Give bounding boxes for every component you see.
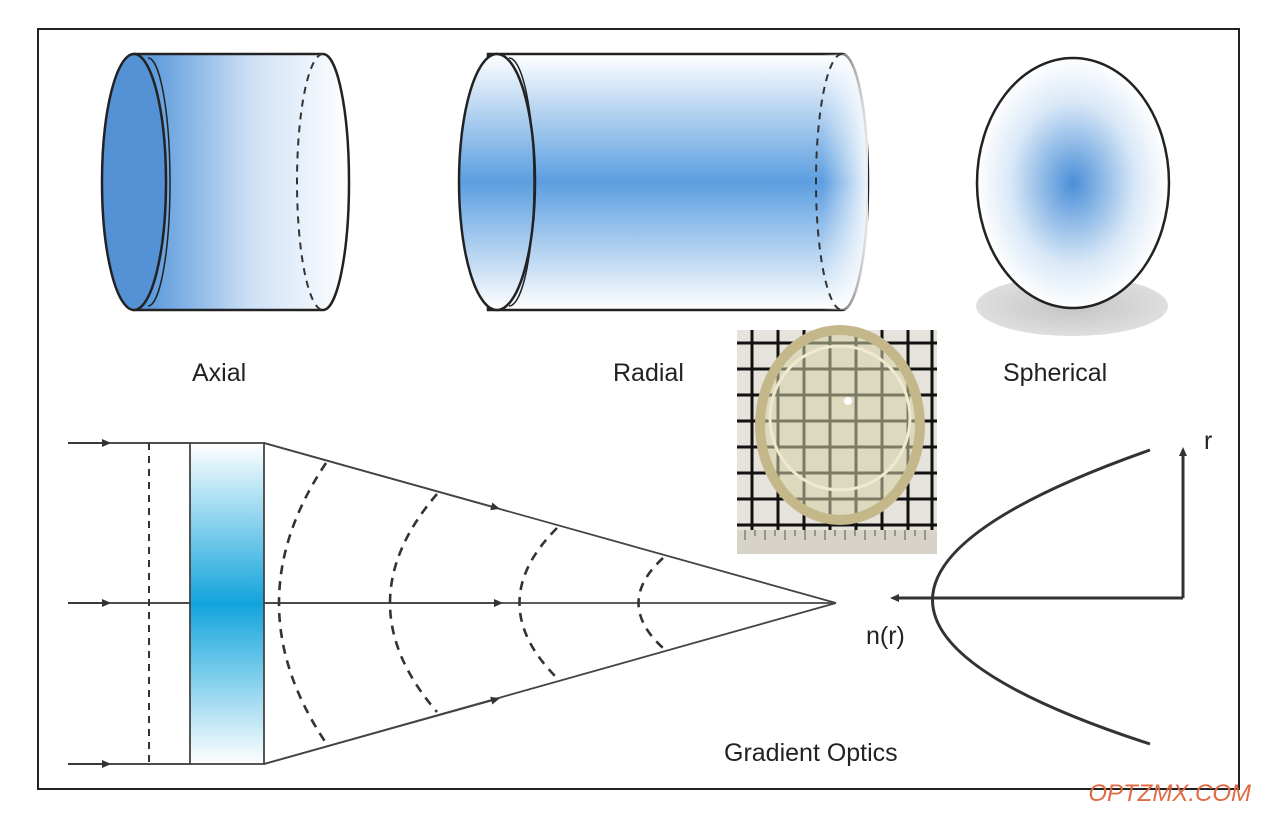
curved-wavefronts	[277, 462, 664, 744]
converging-rays	[263, 442, 837, 765]
spherical-lens	[975, 56, 1171, 336]
spherical-label: Spherical	[1003, 359, 1108, 387]
figure-frame	[37, 28, 1240, 790]
n-axis-label: n(r)	[866, 622, 905, 650]
radial-label: Radial	[613, 359, 684, 387]
index-profile-graph	[890, 447, 1187, 746]
watermark: OPTZMX.COM	[1088, 780, 1251, 807]
axial-cylinder	[100, 52, 351, 312]
grin-sample-photo	[737, 325, 937, 554]
incoming-rays	[68, 439, 190, 768]
radial-cylinder	[457, 52, 870, 312]
r-axis-label: r	[1204, 427, 1213, 455]
gradient-optics-label: Gradient Optics	[724, 739, 898, 767]
grin-lens	[189, 442, 265, 765]
axial-label: Axial	[192, 359, 247, 387]
